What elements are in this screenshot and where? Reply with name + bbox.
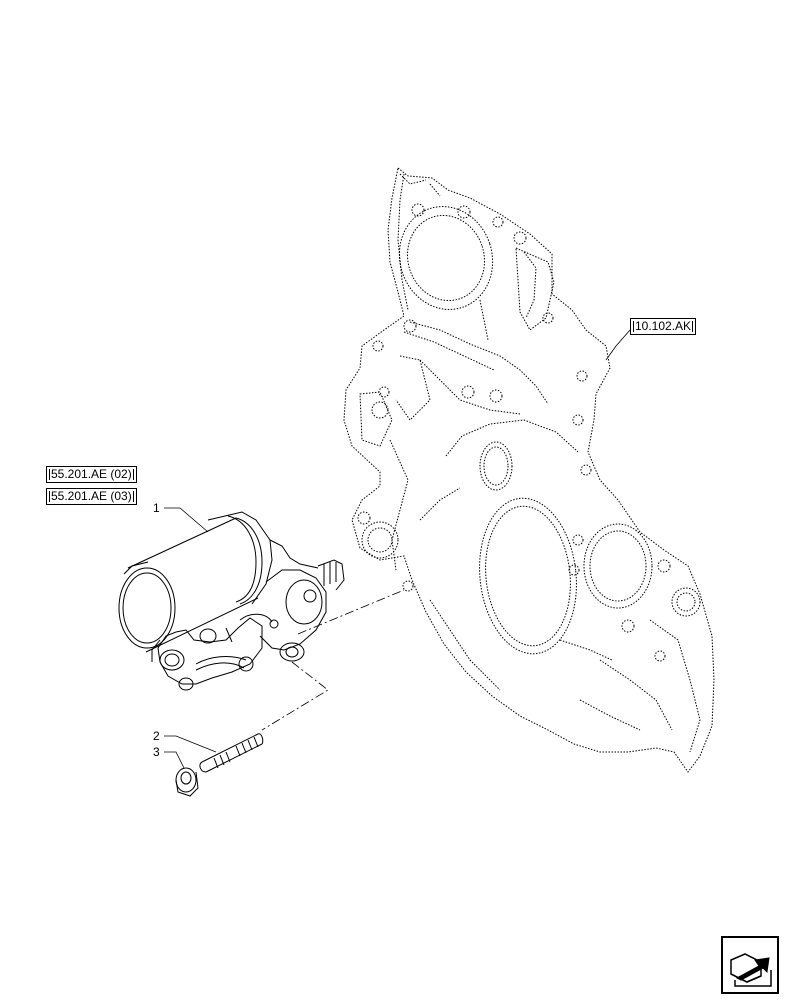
reference-label: 55.201.AE (02) (50, 467, 133, 481)
callout-2: 2 (153, 729, 160, 743)
callout-3: 3 (153, 745, 160, 759)
reference-label: 55.201.AE (03) (50, 489, 133, 503)
reference-link-55-201-ae-03[interactable]: 55.201.AE (03) (46, 488, 137, 505)
alignment-lines (261, 589, 405, 731)
starter-motor (118, 511, 345, 691)
stud-bolt (199, 733, 264, 773)
reference-link-55-201-ae-02[interactable]: 55.201.AE (02) (46, 466, 137, 483)
callout-1: 1 (153, 501, 160, 515)
reference-label: 10.102.AK (634, 319, 693, 333)
flange-nut (175, 767, 199, 797)
next-page-arrow-icon[interactable] (721, 936, 779, 994)
leader-lines (164, 329, 631, 769)
reference-link-10-102-ak[interactable]: 10.102.AK (630, 318, 697, 335)
timing-gear-cover (343, 167, 715, 773)
